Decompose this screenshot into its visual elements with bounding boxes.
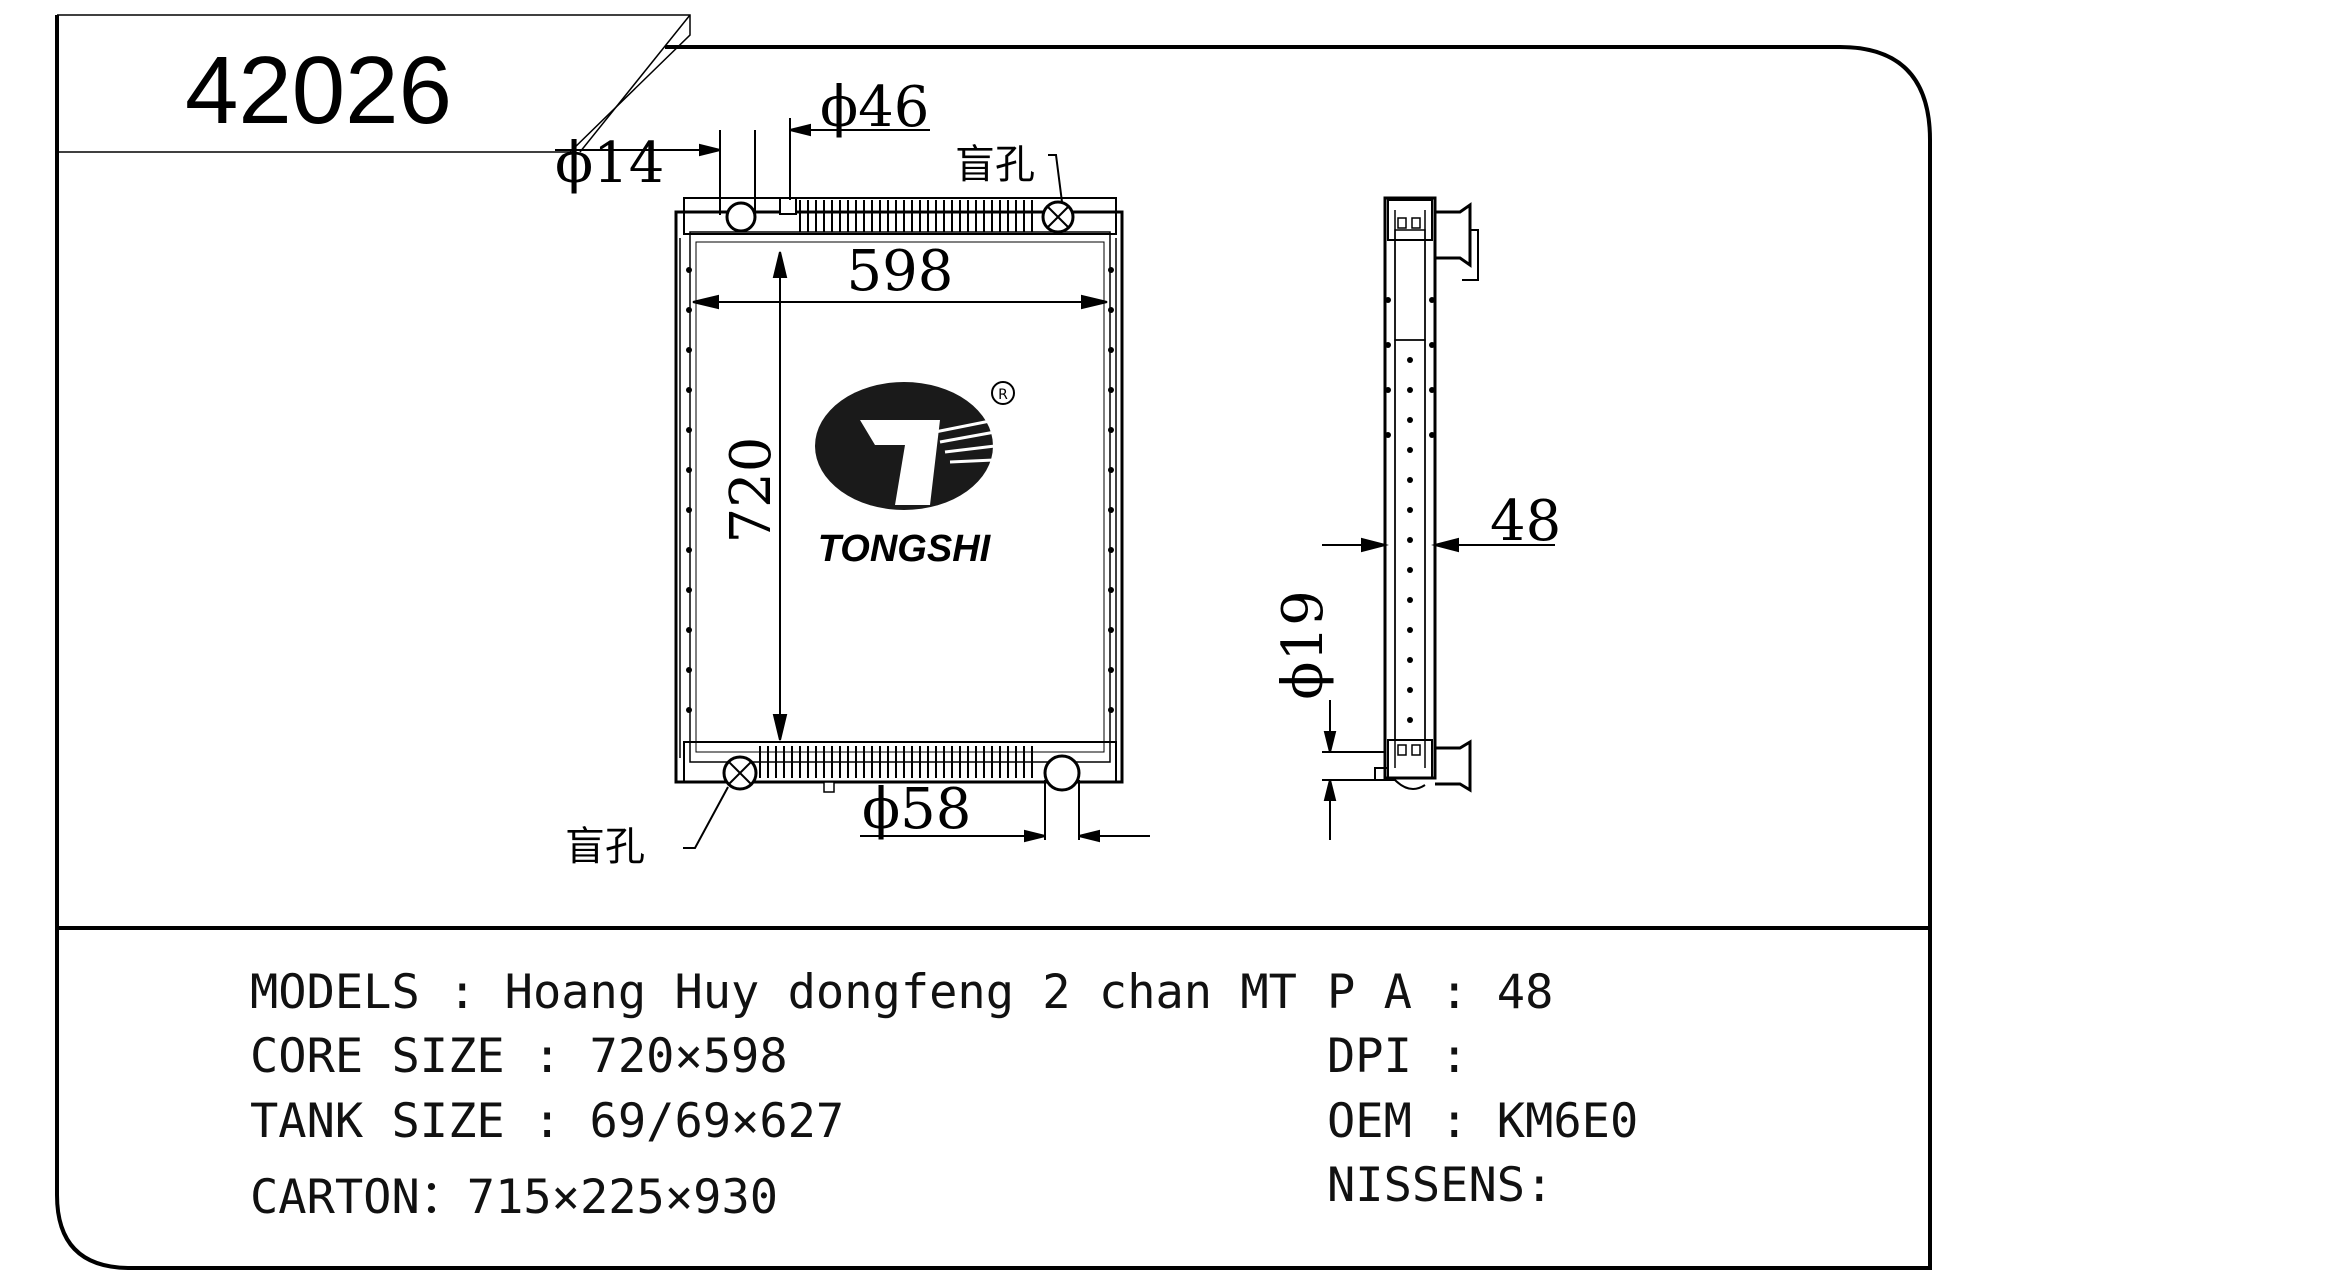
side-view <box>1374 196 1479 793</box>
bottom-tank-fins <box>759 746 1033 778</box>
front-view <box>674 197 1124 784</box>
dim-inlet-small: ϕ14 <box>555 131 664 196</box>
side-dimension-lines <box>1322 537 1555 840</box>
dim-height: 720 <box>719 437 784 544</box>
dim-outlet: ϕ58 <box>862 777 971 842</box>
outer-frame <box>55 15 1932 1270</box>
spec-pa: P A : 48 <box>1327 965 1554 1020</box>
spec-models: MODELS : Hoang Huy dongfeng 2 chan MT <box>250 965 1297 1020</box>
spec-carton: CARTON：715×225×930 <box>250 1170 779 1225</box>
dim-width: 598 <box>847 239 954 304</box>
part-number: 42026 <box>185 37 452 144</box>
dim-inlet: ϕ46 <box>820 75 929 140</box>
side-view-dots <box>1385 297 1435 723</box>
spec-tank-size: TANK SIZE : 69/69×627 <box>250 1094 845 1149</box>
side-rail-dots <box>686 267 1114 713</box>
registered-mark: R <box>998 387 1008 403</box>
spec-core-size: CORE SIZE : 720×598 <box>250 1029 788 1084</box>
spec-dpi: DPI : <box>1327 1029 1469 1084</box>
spec-oem: OEM : KM6E0 <box>1327 1094 1639 1149</box>
inlet-port <box>725 201 757 233</box>
top-tank-fins <box>799 200 1033 232</box>
tongshi-logo: R TONGSHI <box>815 381 1015 570</box>
spec-nissens: NISSENS: <box>1327 1158 1554 1213</box>
outlet-port <box>1043 754 1081 792</box>
header-tab <box>57 14 691 153</box>
logo-brand-text: TONGSHI <box>818 528 992 570</box>
dim-thickness: 48 <box>1490 489 1561 554</box>
dim-pipe: ϕ19 <box>1271 590 1336 699</box>
blind-hole-bottom-label: 盲孔 <box>565 824 645 870</box>
front-dimension-lines <box>555 118 1150 849</box>
blind-hole-top-label: 盲孔 <box>955 142 1035 188</box>
